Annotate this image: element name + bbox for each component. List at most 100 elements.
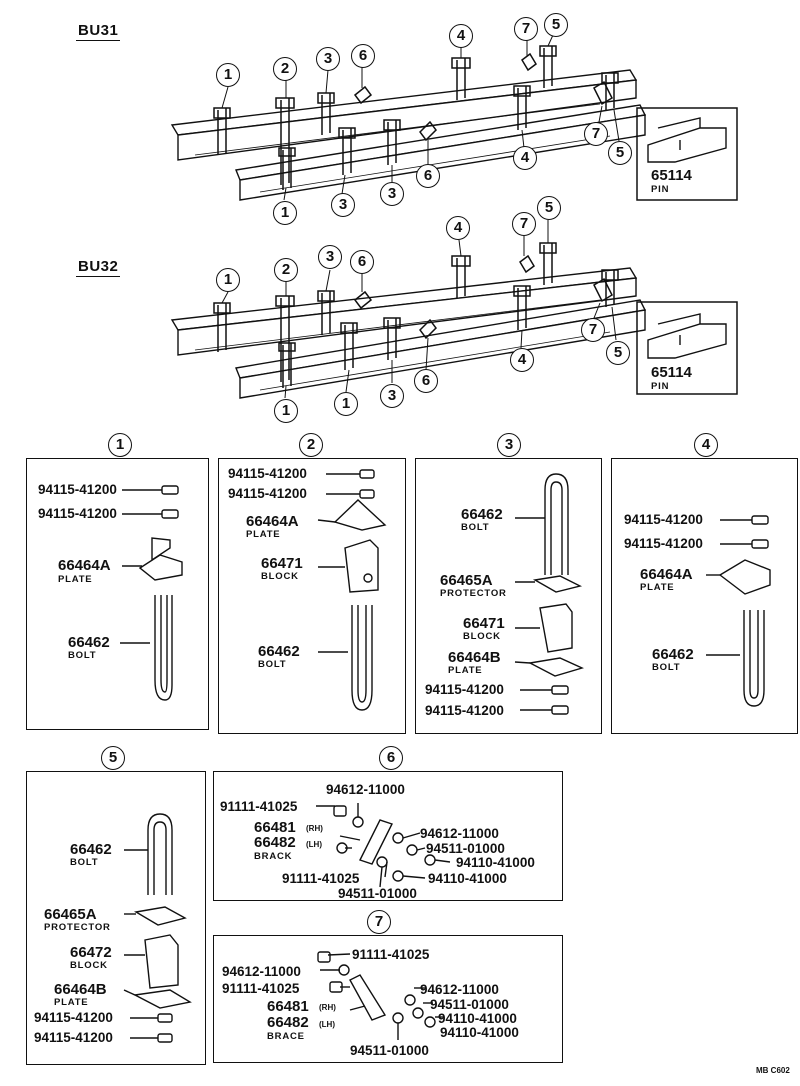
box7-part-3: 91111-41025 (222, 981, 300, 996)
box4-nut-a: 94115-41200 (624, 512, 703, 527)
box1-bolt-label: BOLT (68, 650, 97, 661)
box3-nut-a: 94115-41200 (425, 682, 504, 697)
bu31-callout: 5 (608, 141, 632, 165)
box6-rh-number: 66481 (254, 819, 296, 836)
box6-part-7: 94110-41000 (428, 871, 507, 886)
bu31-pin-label: PIN (651, 184, 670, 195)
bu32-callout: 3 (380, 384, 404, 408)
box5-block-number: 66472 (70, 944, 112, 961)
bu32-callout: 6 (414, 369, 438, 393)
box5-plate-label: PLATE (54, 997, 89, 1008)
box7-frame (213, 935, 563, 1063)
bu31-callout: 5 (544, 13, 568, 37)
box4-frame (611, 458, 798, 734)
box3-frame (415, 458, 602, 734)
box6-parts (316, 803, 451, 888)
box3-nut-b: 94115-41200 (425, 703, 504, 718)
box7-part-2: 94612-11000 (222, 964, 301, 979)
box6-brack-label: BRACK (254, 851, 293, 862)
box7-part-7: 94110-41000 (440, 1025, 519, 1040)
box7-part-4: 94612-11000 (420, 982, 499, 997)
box1-nut-b: 94115-41200 (38, 506, 117, 521)
bu31-callout: 3 (331, 193, 355, 217)
bu32-callout: 1 (274, 399, 298, 423)
box7-part-8: 94511-01000 (350, 1043, 429, 1058)
box4-parts (706, 515, 771, 707)
box3-bolt-number: 66462 (461, 506, 503, 523)
box3-protector-number: 66465A (440, 572, 493, 589)
bu32-pin-label: PIN (651, 381, 670, 392)
box1-header-callout: 1 (108, 433, 132, 457)
box1-plate-label: PLATE (58, 574, 93, 585)
box2-nut-b: 94115-41200 (228, 486, 307, 501)
box3-plate-number: 66464B (448, 649, 501, 666)
box2-plate-label: PLATE (246, 529, 281, 540)
box5-block-label: BLOCK (70, 960, 108, 971)
box2-nut-a: 94115-41200 (228, 466, 307, 481)
box3-block-label: BLOCK (463, 631, 501, 642)
bu32-callout: 2 (274, 258, 298, 282)
bu31-callout: 2 (273, 57, 297, 81)
box1-nut-a: 94115-41200 (38, 482, 117, 497)
box2-block-label: BLOCK (261, 571, 299, 582)
box5-header-callout: 5 (101, 746, 125, 770)
box3-plate-label: PLATE (448, 665, 483, 676)
bu32-callout: 1 (334, 392, 358, 416)
box1-bolt-number: 66462 (68, 634, 110, 651)
bu31-callout: 1 (273, 201, 297, 225)
bu31-pin-number: 65114 (651, 167, 692, 184)
box7-brace-label: BRACE (267, 1031, 305, 1042)
box2-parts (317, 469, 387, 711)
bu31-pin-inset-frame (636, 107, 738, 201)
box4-bolt-label: BOLT (652, 662, 681, 673)
bu31-callout: 4 (449, 24, 473, 48)
box6-header-callout: 6 (379, 746, 403, 770)
box2-header-callout: 2 (299, 433, 323, 457)
bu32-callout: 6 (350, 250, 374, 274)
bu32-callout: 4 (446, 216, 470, 240)
section-underline-bu32 (76, 276, 120, 277)
box2-bolt-number: 66462 (258, 643, 300, 660)
box3-block-number: 66471 (463, 615, 505, 632)
box3-header-callout: 3 (497, 433, 521, 457)
section-label-bu32: BU32 (78, 258, 119, 275)
section-underline-bu31 (76, 40, 120, 41)
box6-part-4: 94511-01000 (426, 841, 505, 856)
bu31-callout: 7 (584, 122, 608, 146)
box7-part-6: 94110-41000 (438, 1011, 517, 1026)
box7-parts (317, 951, 443, 1040)
figure-code: MB C602 (756, 1066, 790, 1075)
box4-bolt-number: 66462 (652, 646, 694, 663)
box5-plate-number: 66464B (54, 981, 107, 998)
box5-nut-a: 94115-41200 (34, 1010, 113, 1025)
bu31-callout: 6 (416, 164, 440, 188)
box1-plate-number: 66464A (58, 557, 111, 574)
bu31-frame-rails (170, 69, 647, 201)
bu32-frame-rails (170, 267, 647, 399)
box6-part-2: 91111-41025 (220, 799, 298, 814)
box5-parts (123, 813, 192, 1043)
box3-parts (514, 473, 584, 715)
box2-frame (218, 458, 406, 734)
bu32-callout: 7 (581, 318, 605, 342)
box3-bolt-label: BOLT (461, 522, 490, 533)
bu31-callout: 6 (351, 44, 375, 68)
box7-header-callout: 7 (367, 910, 391, 934)
box4-header-callout: 4 (694, 433, 718, 457)
bu31-callout: 3 (380, 182, 404, 206)
box5-protector-label: PROTECTOR (44, 922, 111, 933)
section-label-bu31: BU31 (78, 22, 119, 39)
box6-part-5: 94110-41000 (456, 855, 535, 870)
box2-block-number: 66471 (261, 555, 303, 572)
bu31-callout: 4 (513, 146, 537, 170)
box6-part-1: 94612-11000 (326, 782, 405, 797)
bu32-callout: 4 (510, 348, 534, 372)
bu32-pin-number: 65114 (651, 364, 692, 381)
box7-rh-number: 66481 (267, 998, 309, 1015)
box7-lh-number: 66482 (267, 1014, 309, 1031)
box6-part-6: 91111-41025 (282, 871, 360, 886)
box6-frame (213, 771, 563, 901)
bu32-leaders (221, 220, 617, 399)
bu31-clamps (213, 45, 619, 190)
